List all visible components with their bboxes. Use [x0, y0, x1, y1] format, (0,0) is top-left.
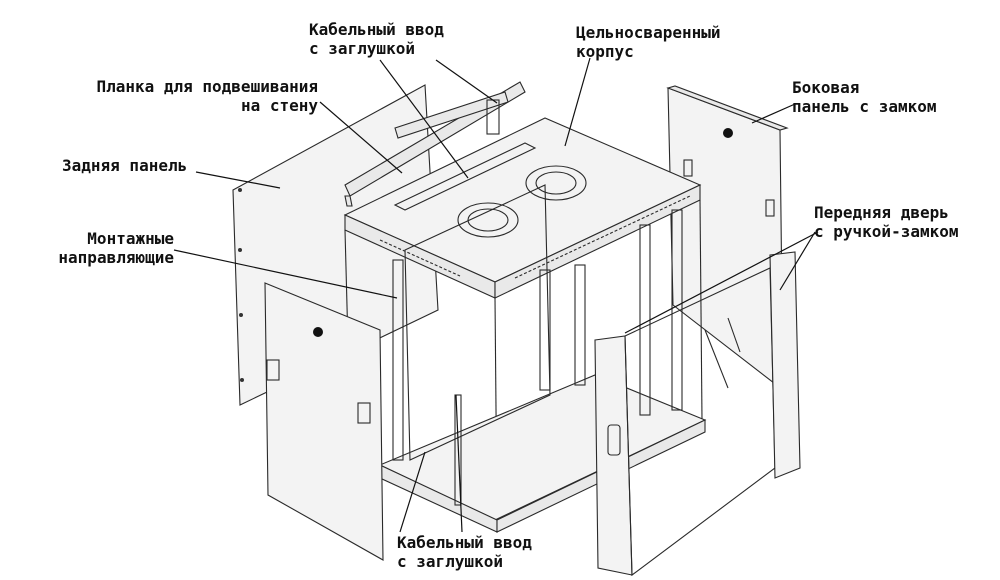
label-cable-entry-top: Кабельный ввод с заглушкой — [309, 20, 444, 58]
left-panel-drawing — [264, 282, 384, 561]
label-side-panel: Боковая панель с замком — [792, 78, 937, 116]
label-front-door: Передняя дверь с ручкой-замком — [814, 203, 959, 241]
side-panel-drawing — [666, 85, 789, 392]
label-mounting-rails: Монтажные направляющие — [58, 229, 174, 267]
leader-lines — [173, 57, 819, 533]
label-back-panel: Задняя панель — [62, 156, 188, 175]
label-welded-body: Цельносваренный корпус — [576, 23, 721, 61]
wall-bracket-drawing — [344, 81, 526, 207]
front-door-drawing — [594, 251, 801, 577]
label-cable-entry-bottom: Кабельный ввод с заглушкой — [397, 533, 532, 571]
label-wall-bracket: Планка для подвешивания на стену — [96, 77, 318, 115]
